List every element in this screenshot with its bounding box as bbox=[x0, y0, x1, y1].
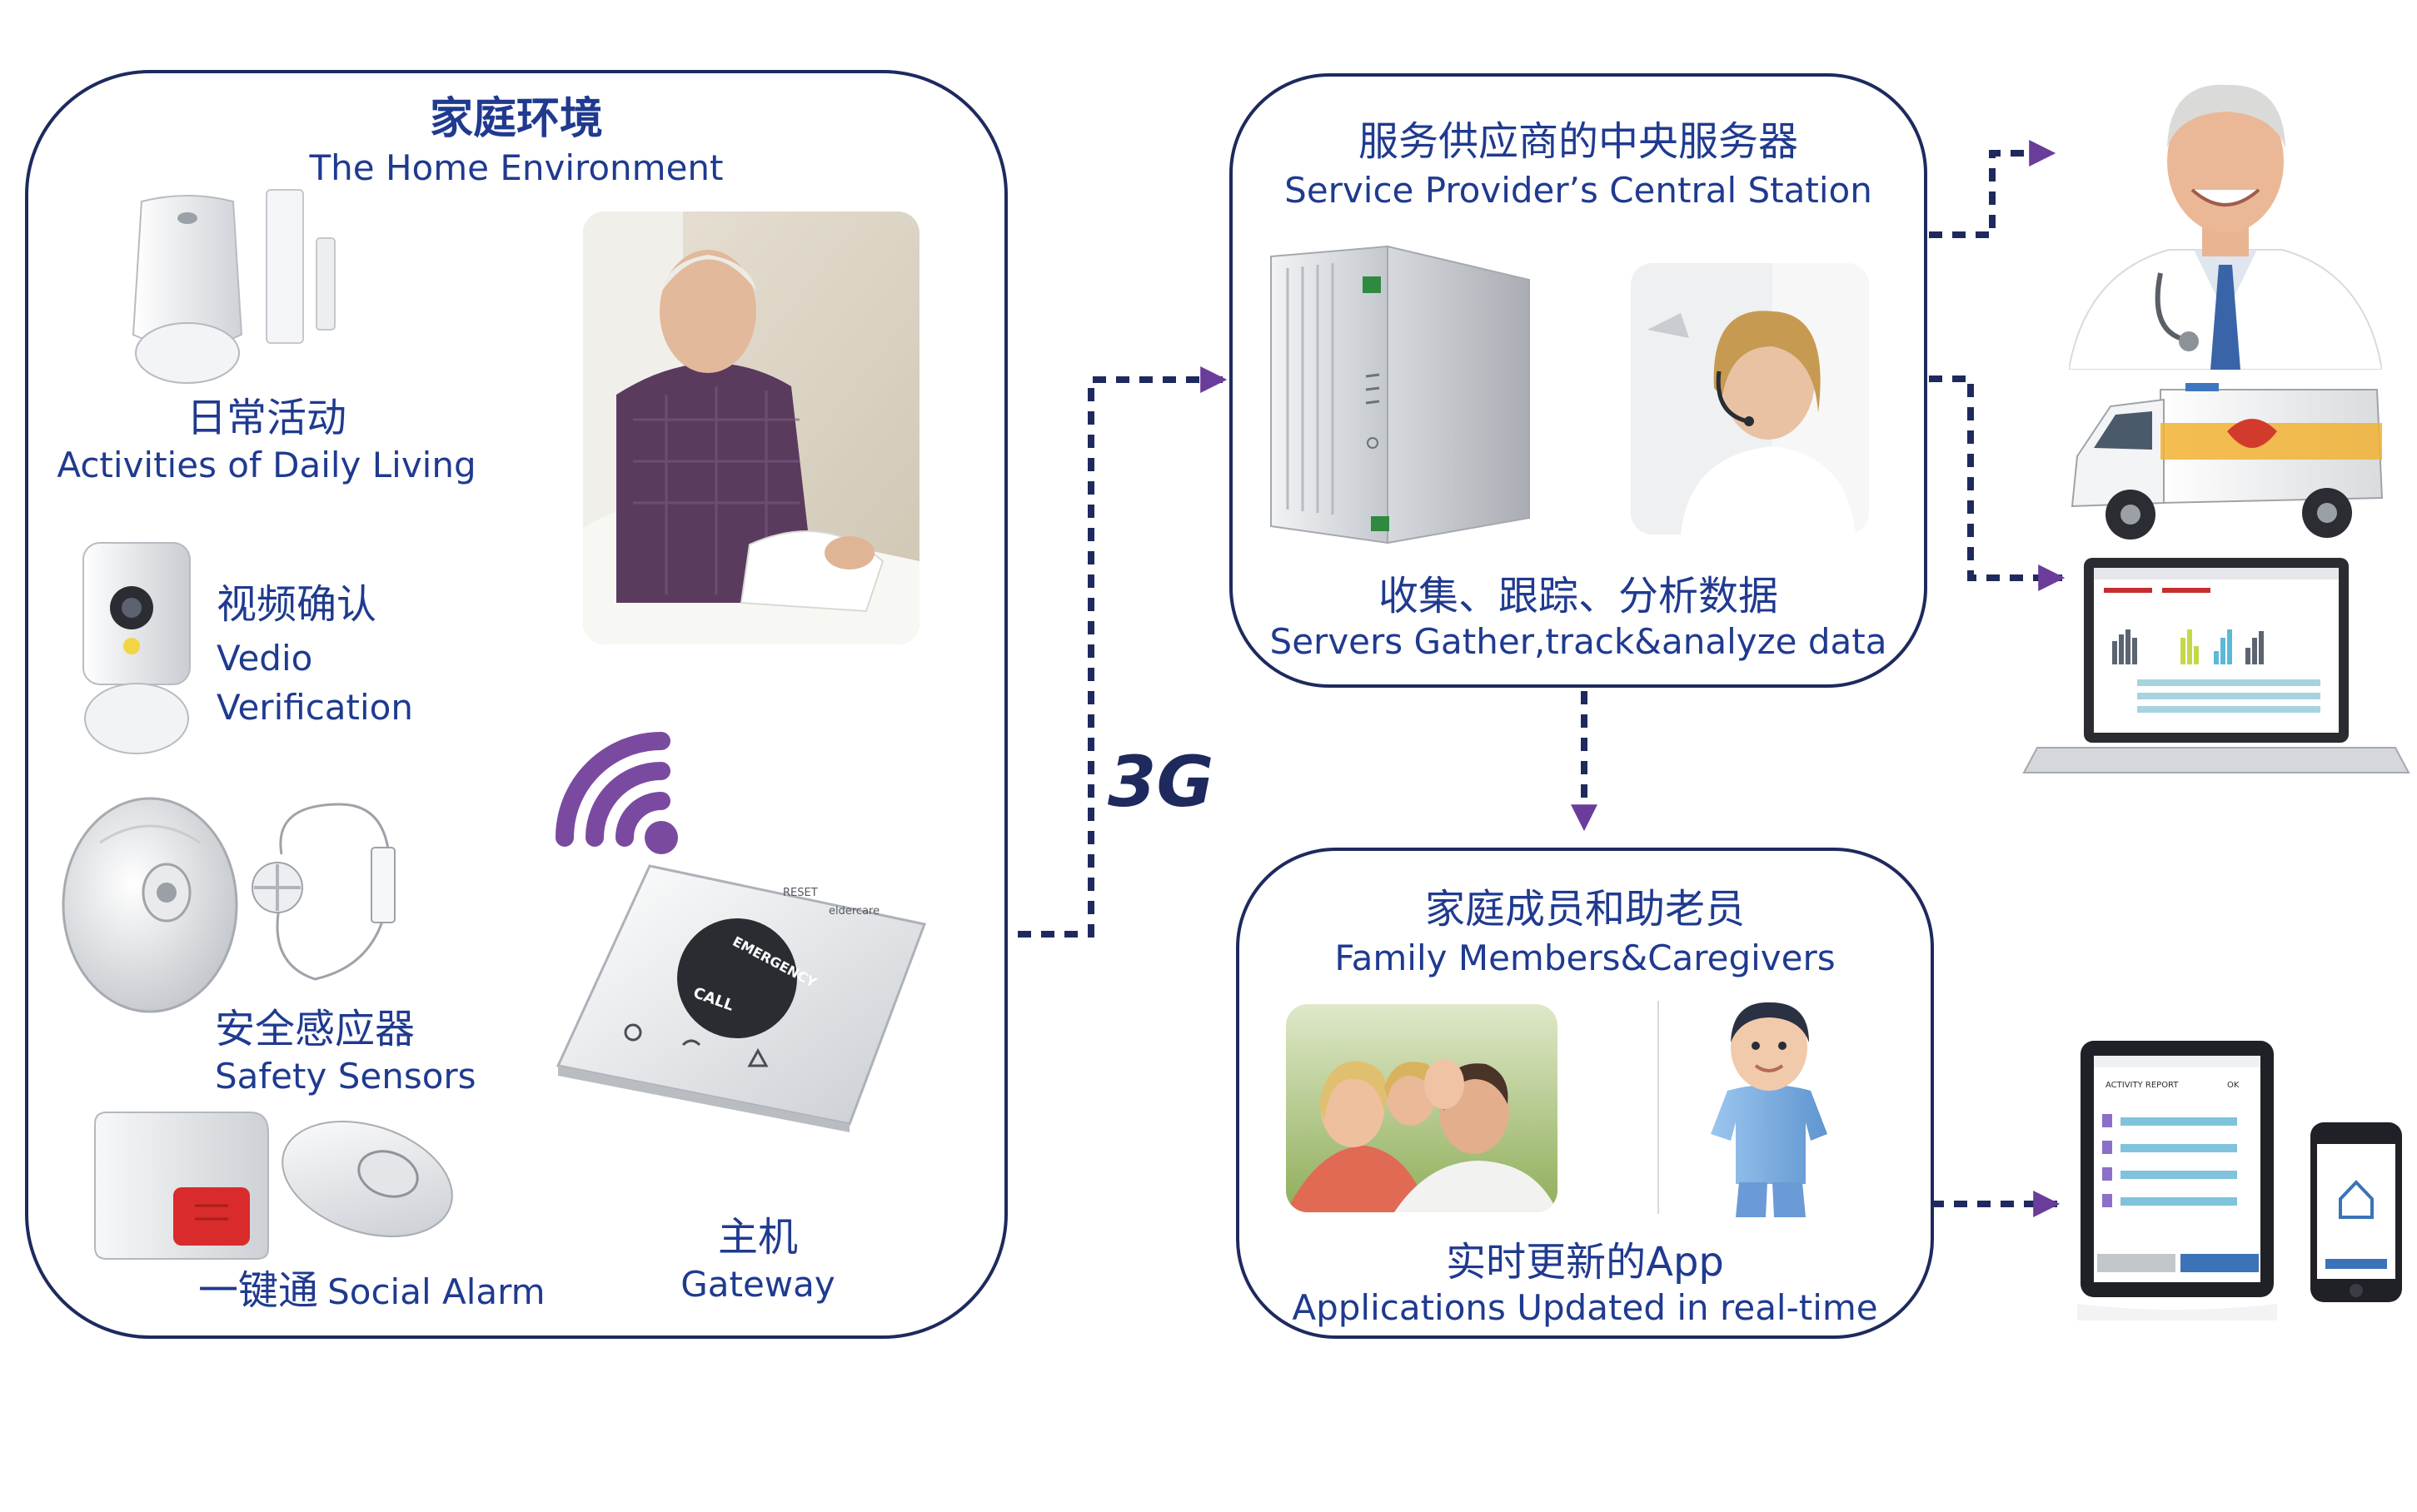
family-title: 家庭成员和助老员 Family Members&Caregivers bbox=[1256, 876, 1914, 978]
family-title-en: Family Members&Caregivers bbox=[1334, 938, 1836, 978]
central-title: 服务供应商的中央服务器 Service Provider’s Central S… bbox=[1249, 108, 1907, 211]
door-sensor-icon bbox=[266, 189, 336, 344]
video-label: 视频确认 Vedio Verification bbox=[217, 571, 413, 728]
family-divider bbox=[1657, 1001, 1659, 1214]
home-title-en: The Home Environment bbox=[309, 147, 724, 188]
server-tower-icon bbox=[1270, 245, 1530, 545]
central-title-en: Service Provider’s Central Station bbox=[1284, 170, 1872, 211]
call-operator-icon bbox=[1631, 263, 1869, 535]
connector-central-to-laptop bbox=[1929, 376, 2066, 591]
tablet-icon: ACTIVITY REPORT OK bbox=[2077, 1041, 2277, 1321]
laptop-icon bbox=[2022, 558, 2410, 773]
home-title-cn: 家庭环境 bbox=[429, 94, 603, 144]
home-title: 家庭环境 The Home Environment bbox=[167, 83, 866, 188]
alarm-button-icon bbox=[94, 1112, 269, 1260]
alarm-label: 一键通 Social Alarm bbox=[198, 1257, 546, 1316]
caregiver-figure-icon bbox=[1711, 1002, 1827, 1217]
network-label: 3G bbox=[1108, 741, 1214, 823]
adl-label-en: Activities of Daily Living bbox=[57, 445, 476, 485]
central-caption-cn: 收集、跟踪、分析数据 bbox=[1378, 573, 1778, 619]
central-caption-en: Servers Gather,track&analyze data bbox=[1269, 621, 1887, 662]
wifi-icon bbox=[556, 732, 678, 854]
family-photo-icon bbox=[1286, 1004, 1557, 1212]
connector-central-to-doctor bbox=[1929, 140, 2056, 238]
gateway-label: 主机 Gateway bbox=[658, 1204, 858, 1305]
family-title-cn: 家庭成员和助老员 bbox=[1424, 886, 1745, 933]
gateway-label-cn: 主机 bbox=[717, 1214, 798, 1261]
tablet-status-label: OK bbox=[2227, 1081, 2240, 1090]
smartphone-icon bbox=[2310, 1122, 2402, 1302]
family-caption-cn: 实时更新的App bbox=[1446, 1239, 1724, 1286]
remote-fob-icon bbox=[282, 1121, 453, 1237]
elder-photo-icon bbox=[583, 211, 919, 644]
safety-label-en: Safety Sensors bbox=[215, 1056, 476, 1097]
family-caption-en: Applications Updated in real-time bbox=[1292, 1287, 1878, 1328]
ambulance-icon bbox=[2071, 383, 2384, 540]
camera-icon bbox=[82, 542, 191, 754]
motion-sensor-icon bbox=[132, 195, 243, 384]
adl-label-cn: 日常活动 bbox=[186, 395, 346, 441]
connector-gateway-to-central bbox=[1018, 366, 1228, 938]
central-title-cn: 服务供应商的中央服务器 bbox=[1358, 118, 1798, 165]
smoke-detector-icon bbox=[62, 797, 238, 1013]
adl-label: 日常活动 Activities of Daily Living bbox=[50, 385, 483, 485]
safety-label-cn: 安全感应器 bbox=[215, 1006, 416, 1052]
video-label-en-2: Verification bbox=[217, 687, 413, 728]
alarm-label-en: Social Alarm bbox=[327, 1271, 546, 1312]
video-label-en-1: Vedio bbox=[217, 638, 313, 679]
gateway-label-en: Gateway bbox=[680, 1264, 835, 1305]
alarm-label-cn: 一键通 bbox=[198, 1267, 319, 1314]
safety-label: 安全感应器 Safety Sensors bbox=[215, 996, 476, 1097]
pendant-icon bbox=[252, 803, 396, 981]
gateway-brand-label: eldercare bbox=[829, 905, 880, 918]
gateway-reset-label: RESET bbox=[783, 887, 818, 899]
doctor-icon bbox=[2069, 65, 2382, 370]
gateway-hub-icon: EMERGENCY CALL RESET eldercare bbox=[556, 864, 927, 1132]
video-label-cn: 视频确认 bbox=[217, 581, 377, 628]
family-caption: 实时更新的App Applications Updated in real-ti… bbox=[1256, 1229, 1914, 1328]
tablet-header-label: ACTIVITY REPORT bbox=[2106, 1081, 2179, 1090]
central-caption: 收集、跟踪、分析数据 Servers Gather,track&analyze … bbox=[1249, 563, 1907, 662]
